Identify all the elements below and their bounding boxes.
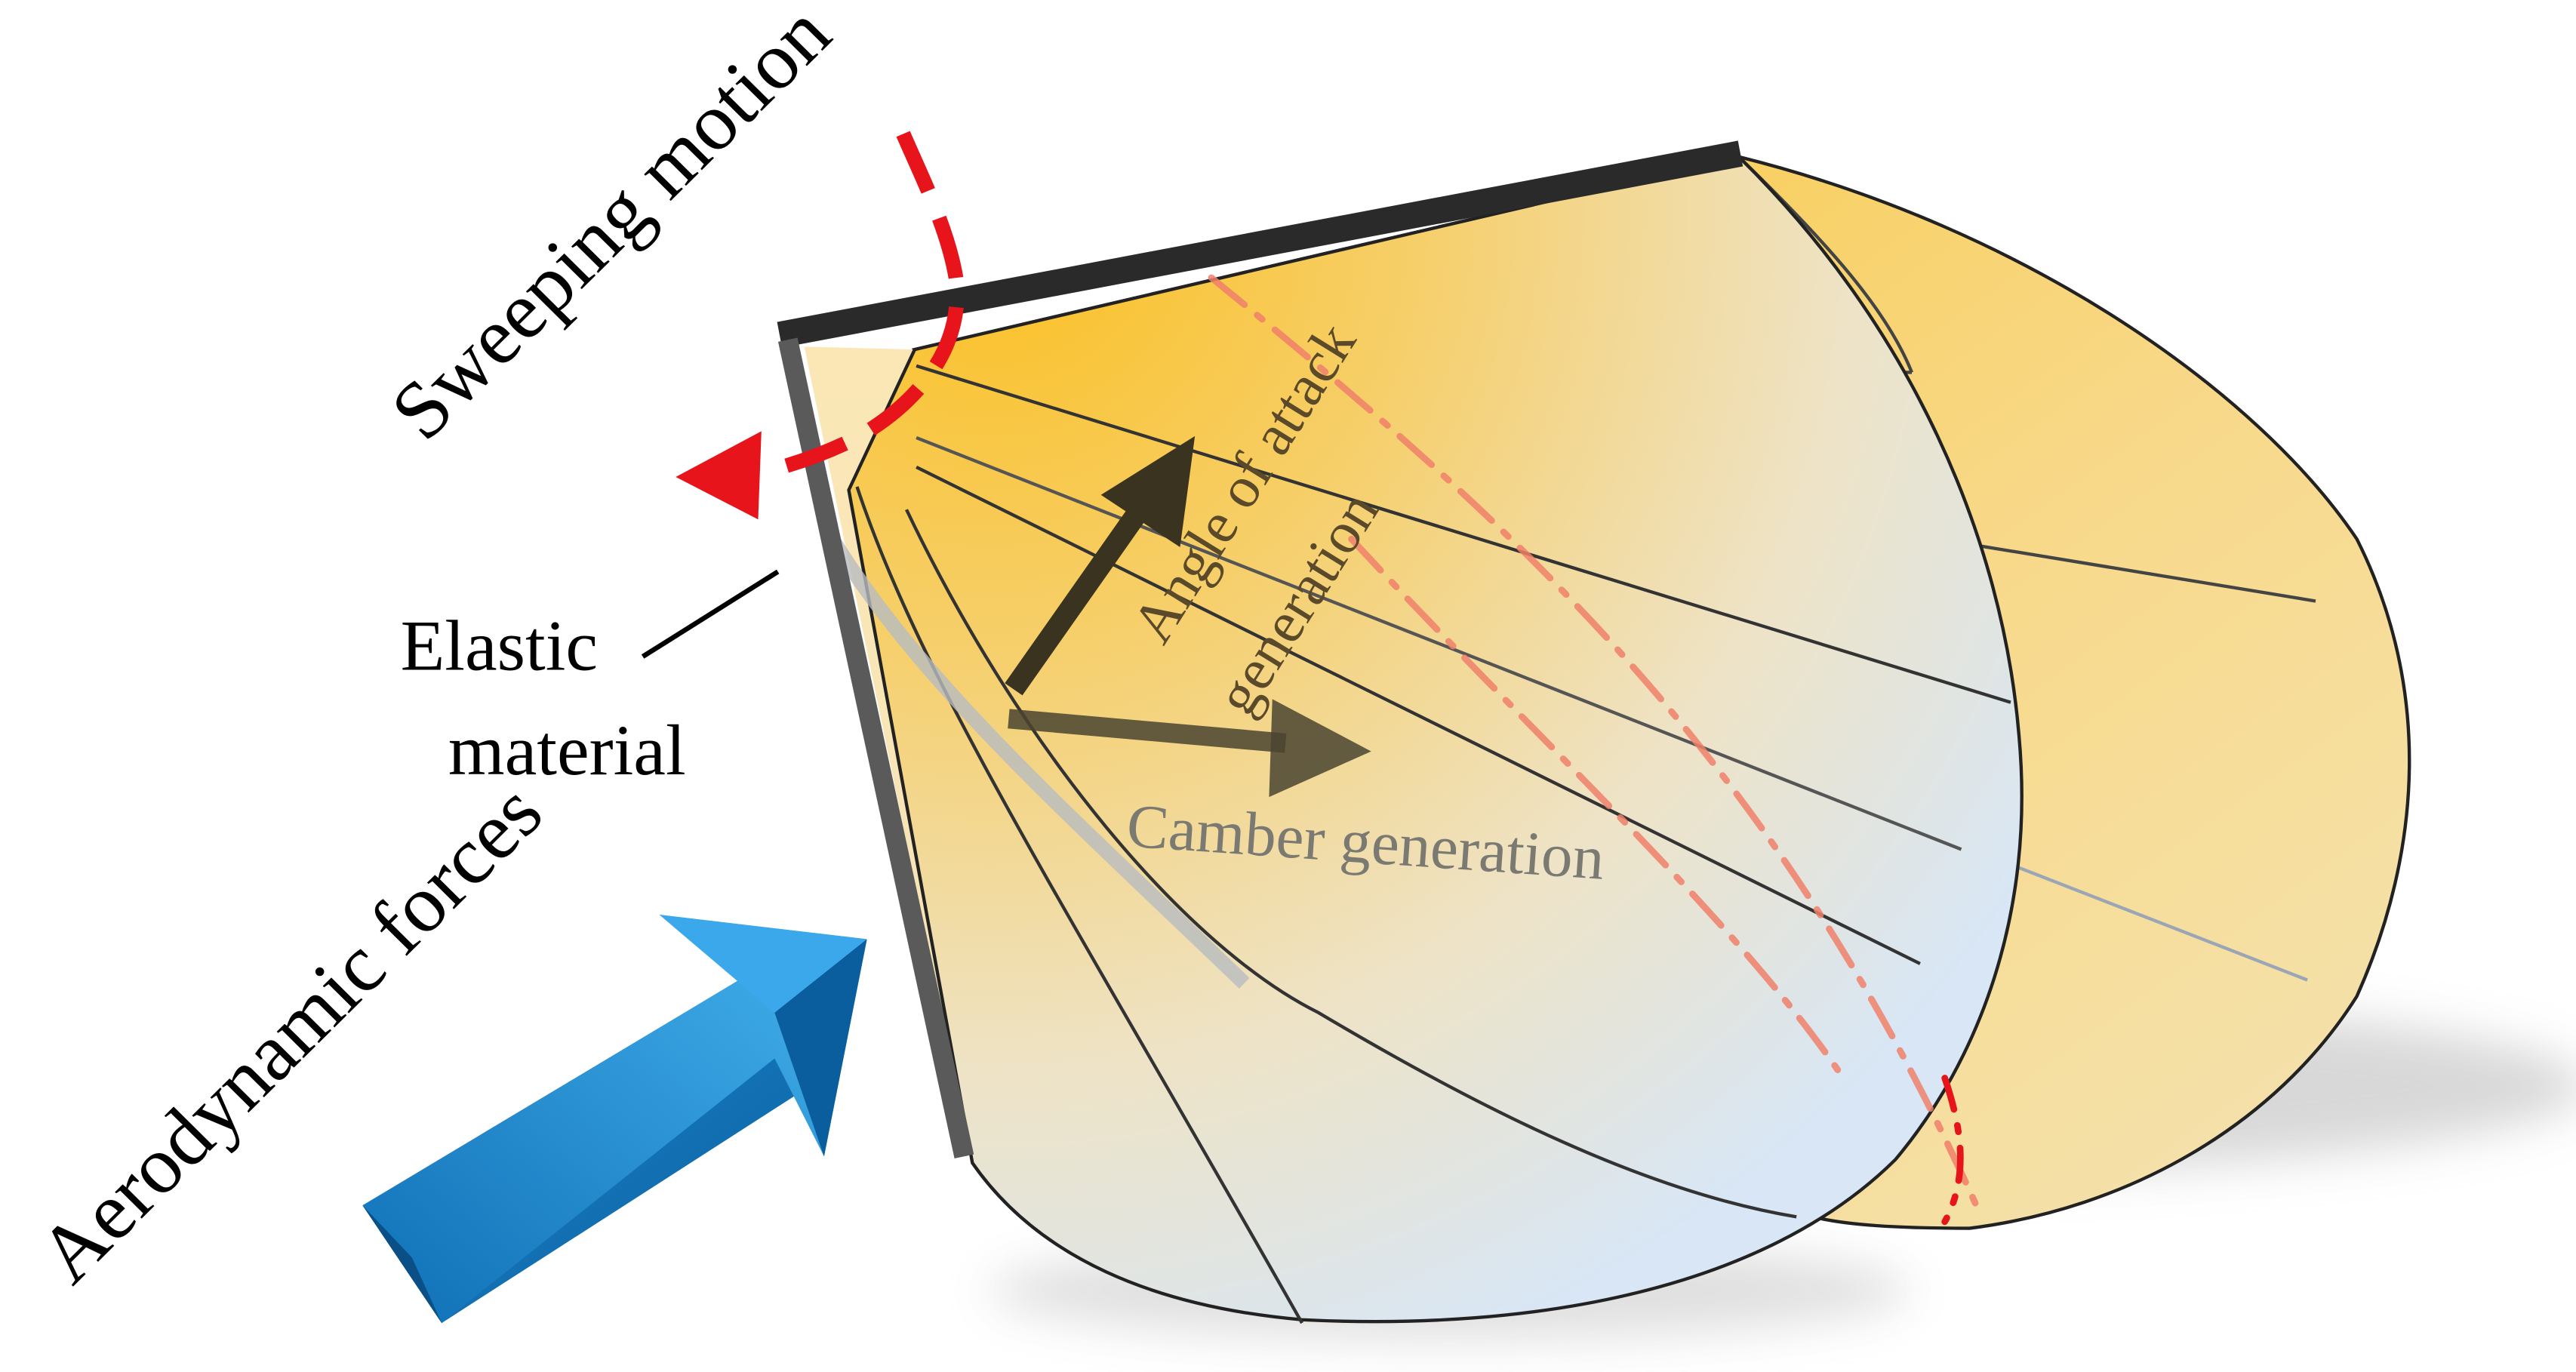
- elastic-material-label-line1: Elastic: [401, 606, 598, 686]
- dash-dot-lines: [1208, 274, 1981, 1226]
- elastic-edge: [777, 337, 974, 1159]
- sweep-arrow-icon: [676, 131, 965, 520]
- elastic-leader-line: [641, 569, 780, 659]
- aero-forces-arrow-icon: [362, 915, 867, 1324]
- elastic-material-label-line2: material: [448, 710, 686, 790]
- leading-edge-spar: [777, 140, 1743, 348]
- front-membrane: [847, 155, 2024, 1324]
- inner-grey-rib: [826, 535, 1250, 989]
- camber-arrow-icon: [1008, 699, 1371, 798]
- sweeping-motion-label: Sweeping motion: [373, 0, 847, 457]
- aoa-arrow-icon: [1005, 435, 1196, 696]
